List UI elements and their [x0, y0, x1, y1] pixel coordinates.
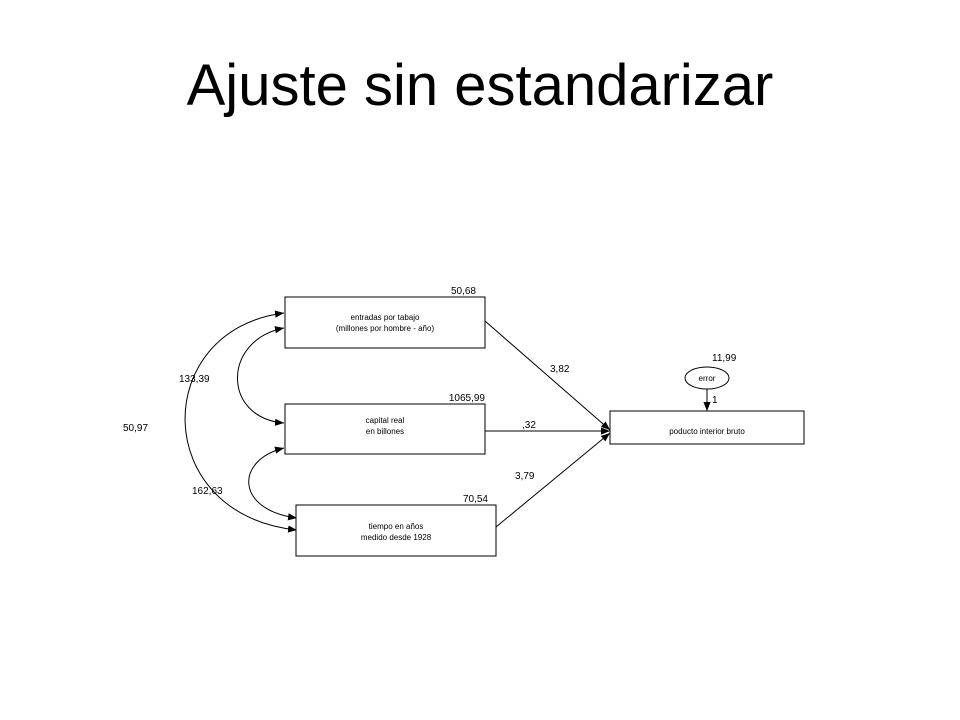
variance-entradas: 50,68 — [451, 286, 476, 297]
node-tiempo-label-line1: tiempo en años — [369, 522, 424, 531]
cov-entradas-capital: 133,39 — [179, 374, 210, 385]
slide-title: Ajuste sin estandarizar — [186, 53, 774, 118]
node-pib — [609, 410, 805, 445]
node-pib-label: poducto interior bruto — [669, 427, 745, 436]
covariance-arc-entradas-tiempo — [184, 310, 298, 533]
coef-tiempo-pib: 3,79 — [515, 471, 535, 482]
node-capital — [284, 403, 486, 455]
cov-capital-tiempo: 162,63 — [192, 486, 223, 497]
node-tiempo — [295, 504, 497, 557]
coef-capital-pib: ,32 — [522, 420, 536, 431]
cov-entradas-tiempo: 50,97 — [123, 423, 148, 434]
node-entradas-label-line2: (millones por hombre - año) — [336, 324, 435, 333]
variance-capital: 1065,99 — [449, 393, 486, 404]
covariance-arc-entradas-capital — [237, 326, 285, 426]
covariance-arc-capital-tiempo — [248, 446, 298, 521]
loading-error: 1 — [712, 395, 718, 406]
variance-error: 11,99 — [712, 353, 737, 364]
node-error — [684, 366, 730, 390]
node-entradas-label-line1: entradas por tabajo — [351, 313, 420, 322]
coef-entradas-pib: 3,82 — [550, 364, 570, 375]
node-capital-label-line2: en billones — [366, 427, 404, 436]
variance-tiempo: 70,54 — [463, 494, 488, 505]
node-capital-label-line1: capital real — [366, 416, 405, 425]
path-entradas-pib — [484, 320, 611, 431]
node-tiempo-label-line2: medido desde 1928 — [361, 533, 432, 542]
node-error-label: error — [699, 374, 716, 383]
path-tiempo-pib — [495, 432, 611, 528]
node-entradas — [284, 296, 486, 349]
